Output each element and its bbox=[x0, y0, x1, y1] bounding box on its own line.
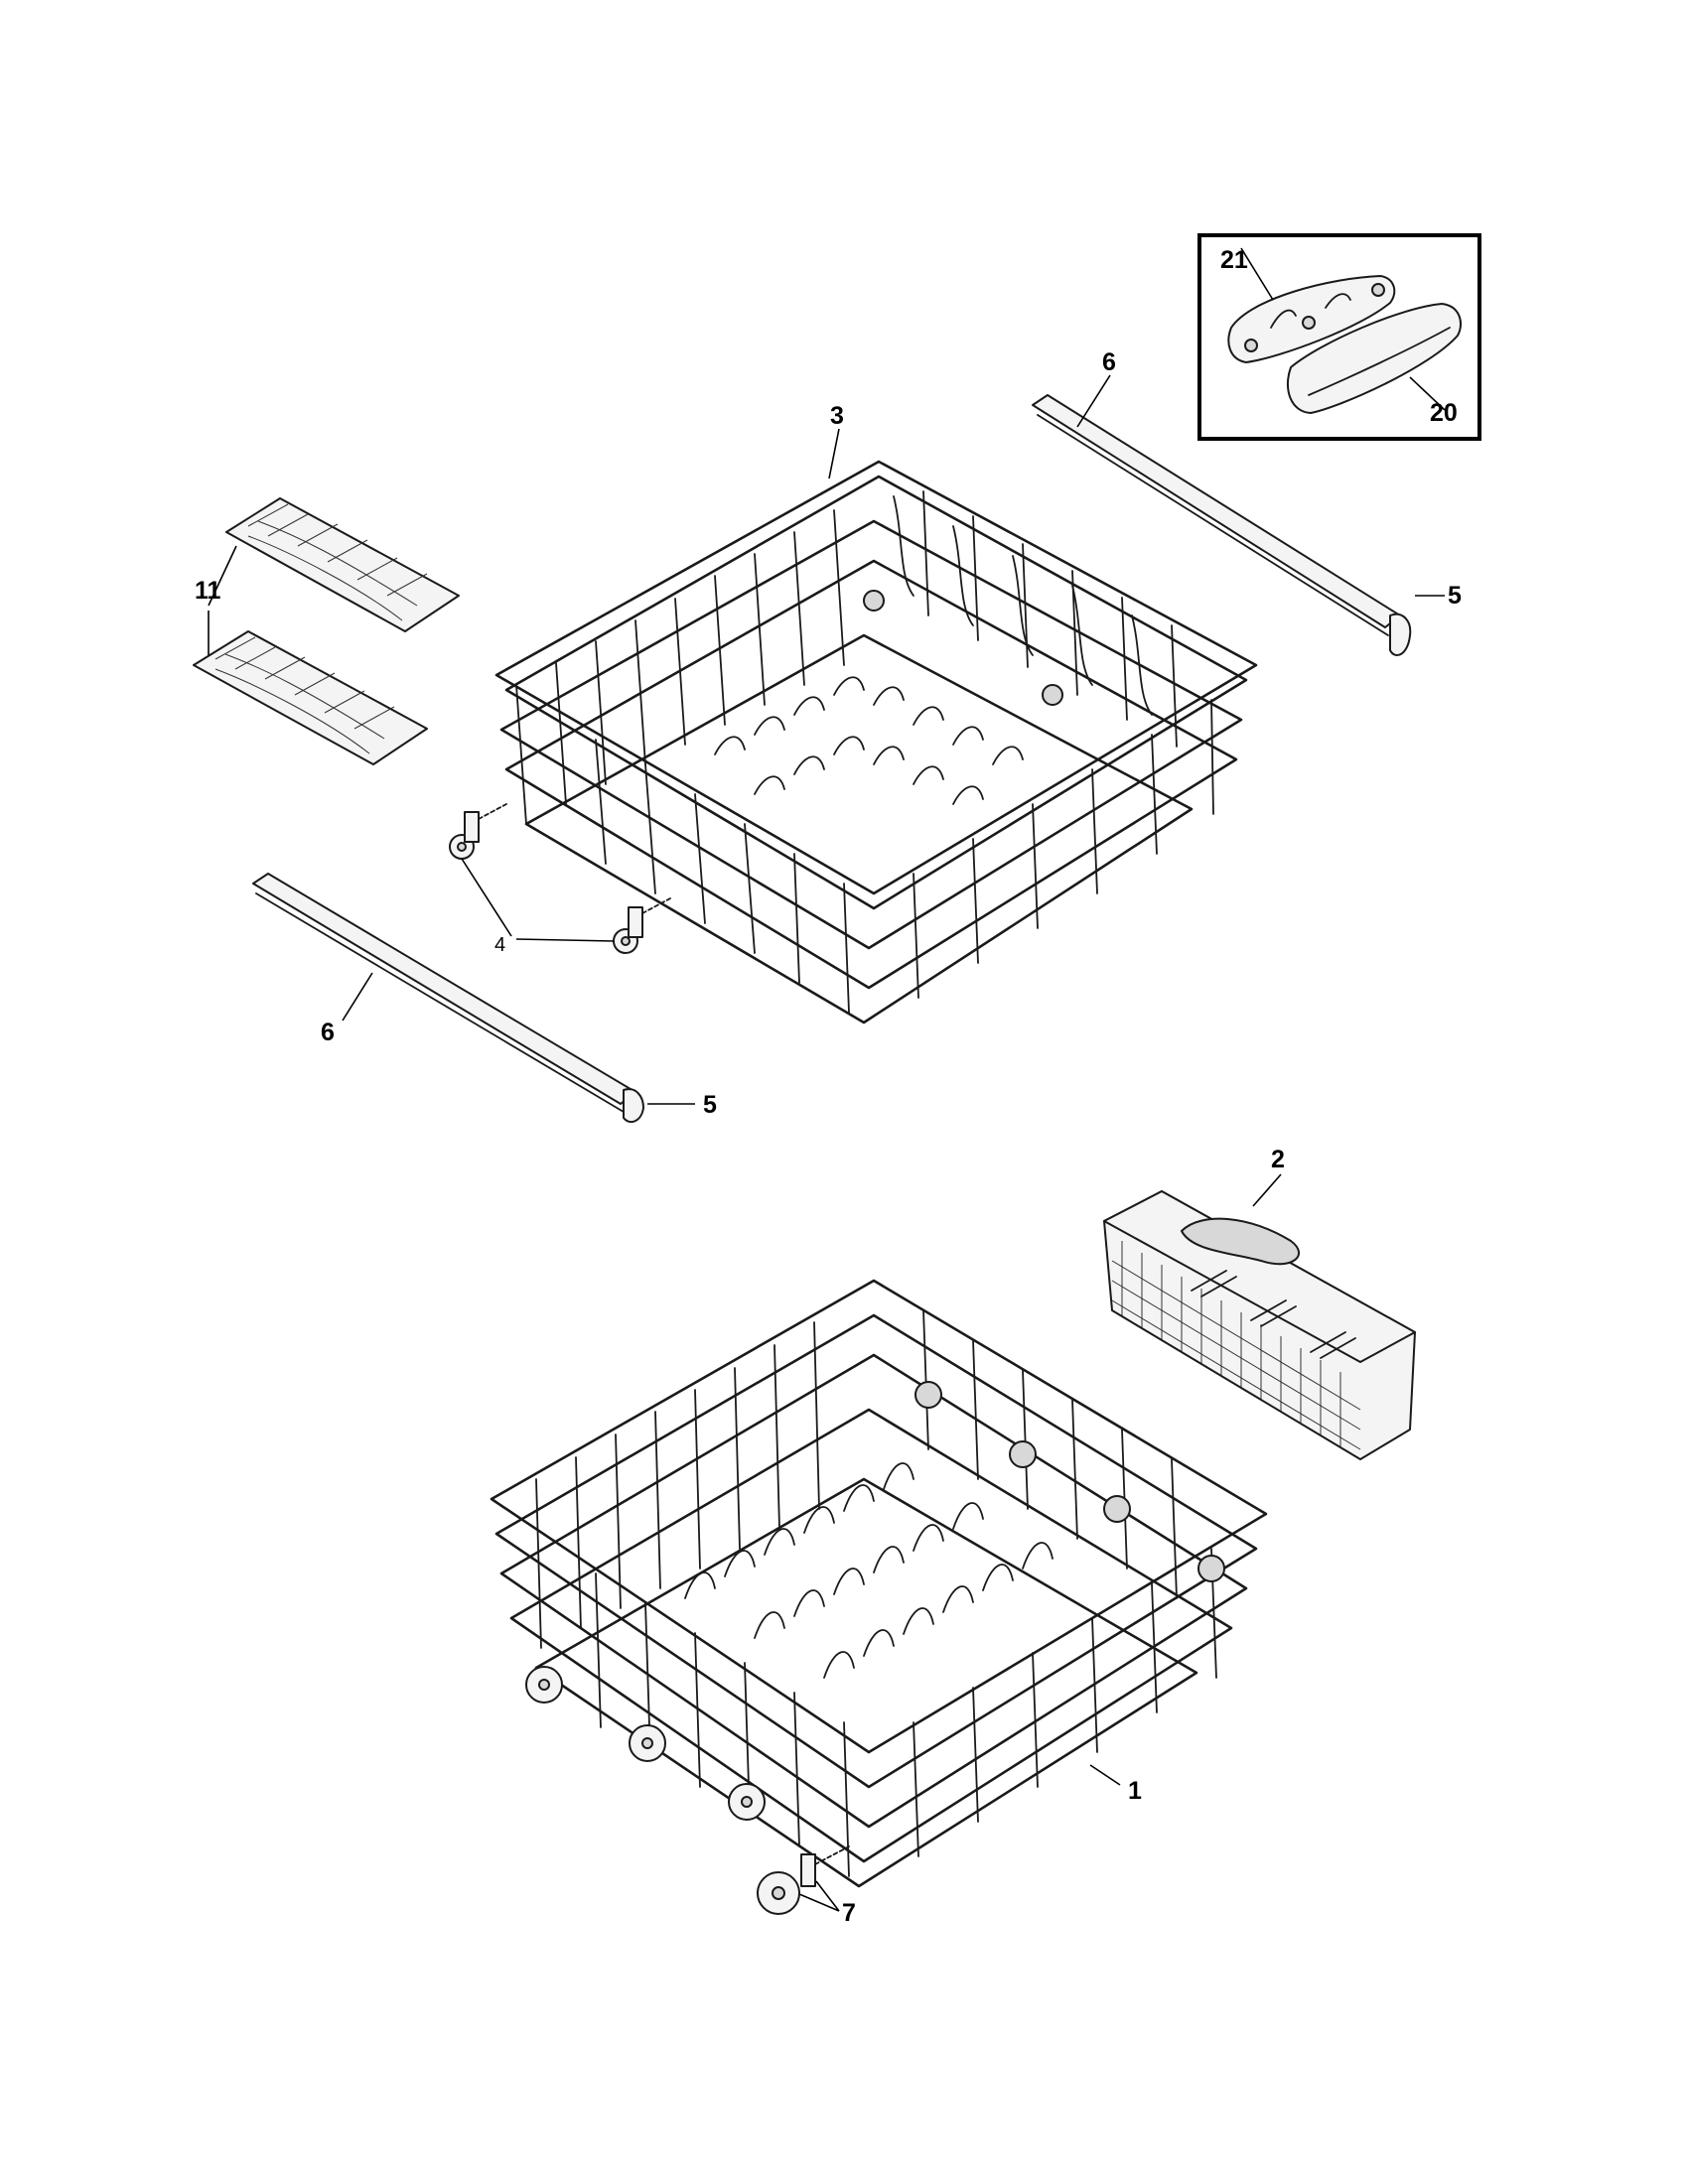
callout-2: 2 bbox=[1271, 1146, 1285, 1173]
handle-insert-part bbox=[1227, 275, 1396, 363]
upper-rack-roller-parts: 4 bbox=[449, 803, 671, 956]
callout-20: 20 bbox=[1430, 399, 1458, 427]
rack-slide-rail-upper: 6 5 bbox=[1032, 348, 1462, 656]
callout-5-upper: 5 bbox=[1448, 582, 1462, 610]
callout-6-lower: 6 bbox=[321, 1019, 335, 1046]
tine-insert-lower bbox=[193, 630, 428, 765]
lower-rack-wheel-part: 7 bbox=[757, 1845, 856, 1927]
rack-slide-rail-lower: 6 5 bbox=[252, 873, 717, 1124]
upper-dish-rack-part: 3 bbox=[494, 402, 1258, 1024]
silverware-basket-part: 2 bbox=[1103, 1146, 1416, 1460]
callout-3: 3 bbox=[830, 402, 844, 430]
lower-dish-rack-part: 1 bbox=[490, 1279, 1268, 1888]
roller-right bbox=[613, 897, 671, 954]
tine-insert-parts: 11 bbox=[193, 497, 460, 765]
callout-11: 11 bbox=[195, 577, 221, 605]
callout-7: 7 bbox=[842, 1899, 856, 1927]
tine-insert-upper bbox=[225, 497, 460, 632]
front-wheels bbox=[525, 1666, 766, 1821]
callout-5-lower: 5 bbox=[703, 1091, 717, 1119]
inset-box: 21 20 bbox=[1197, 233, 1481, 441]
callout-6-upper: 6 bbox=[1102, 348, 1116, 376]
callout-1: 1 bbox=[1128, 1777, 1142, 1805]
callout-21: 21 bbox=[1220, 246, 1248, 274]
roller-left bbox=[449, 803, 507, 860]
callout-4: 4 bbox=[494, 934, 505, 956]
basket-handle-part bbox=[1286, 303, 1462, 414]
